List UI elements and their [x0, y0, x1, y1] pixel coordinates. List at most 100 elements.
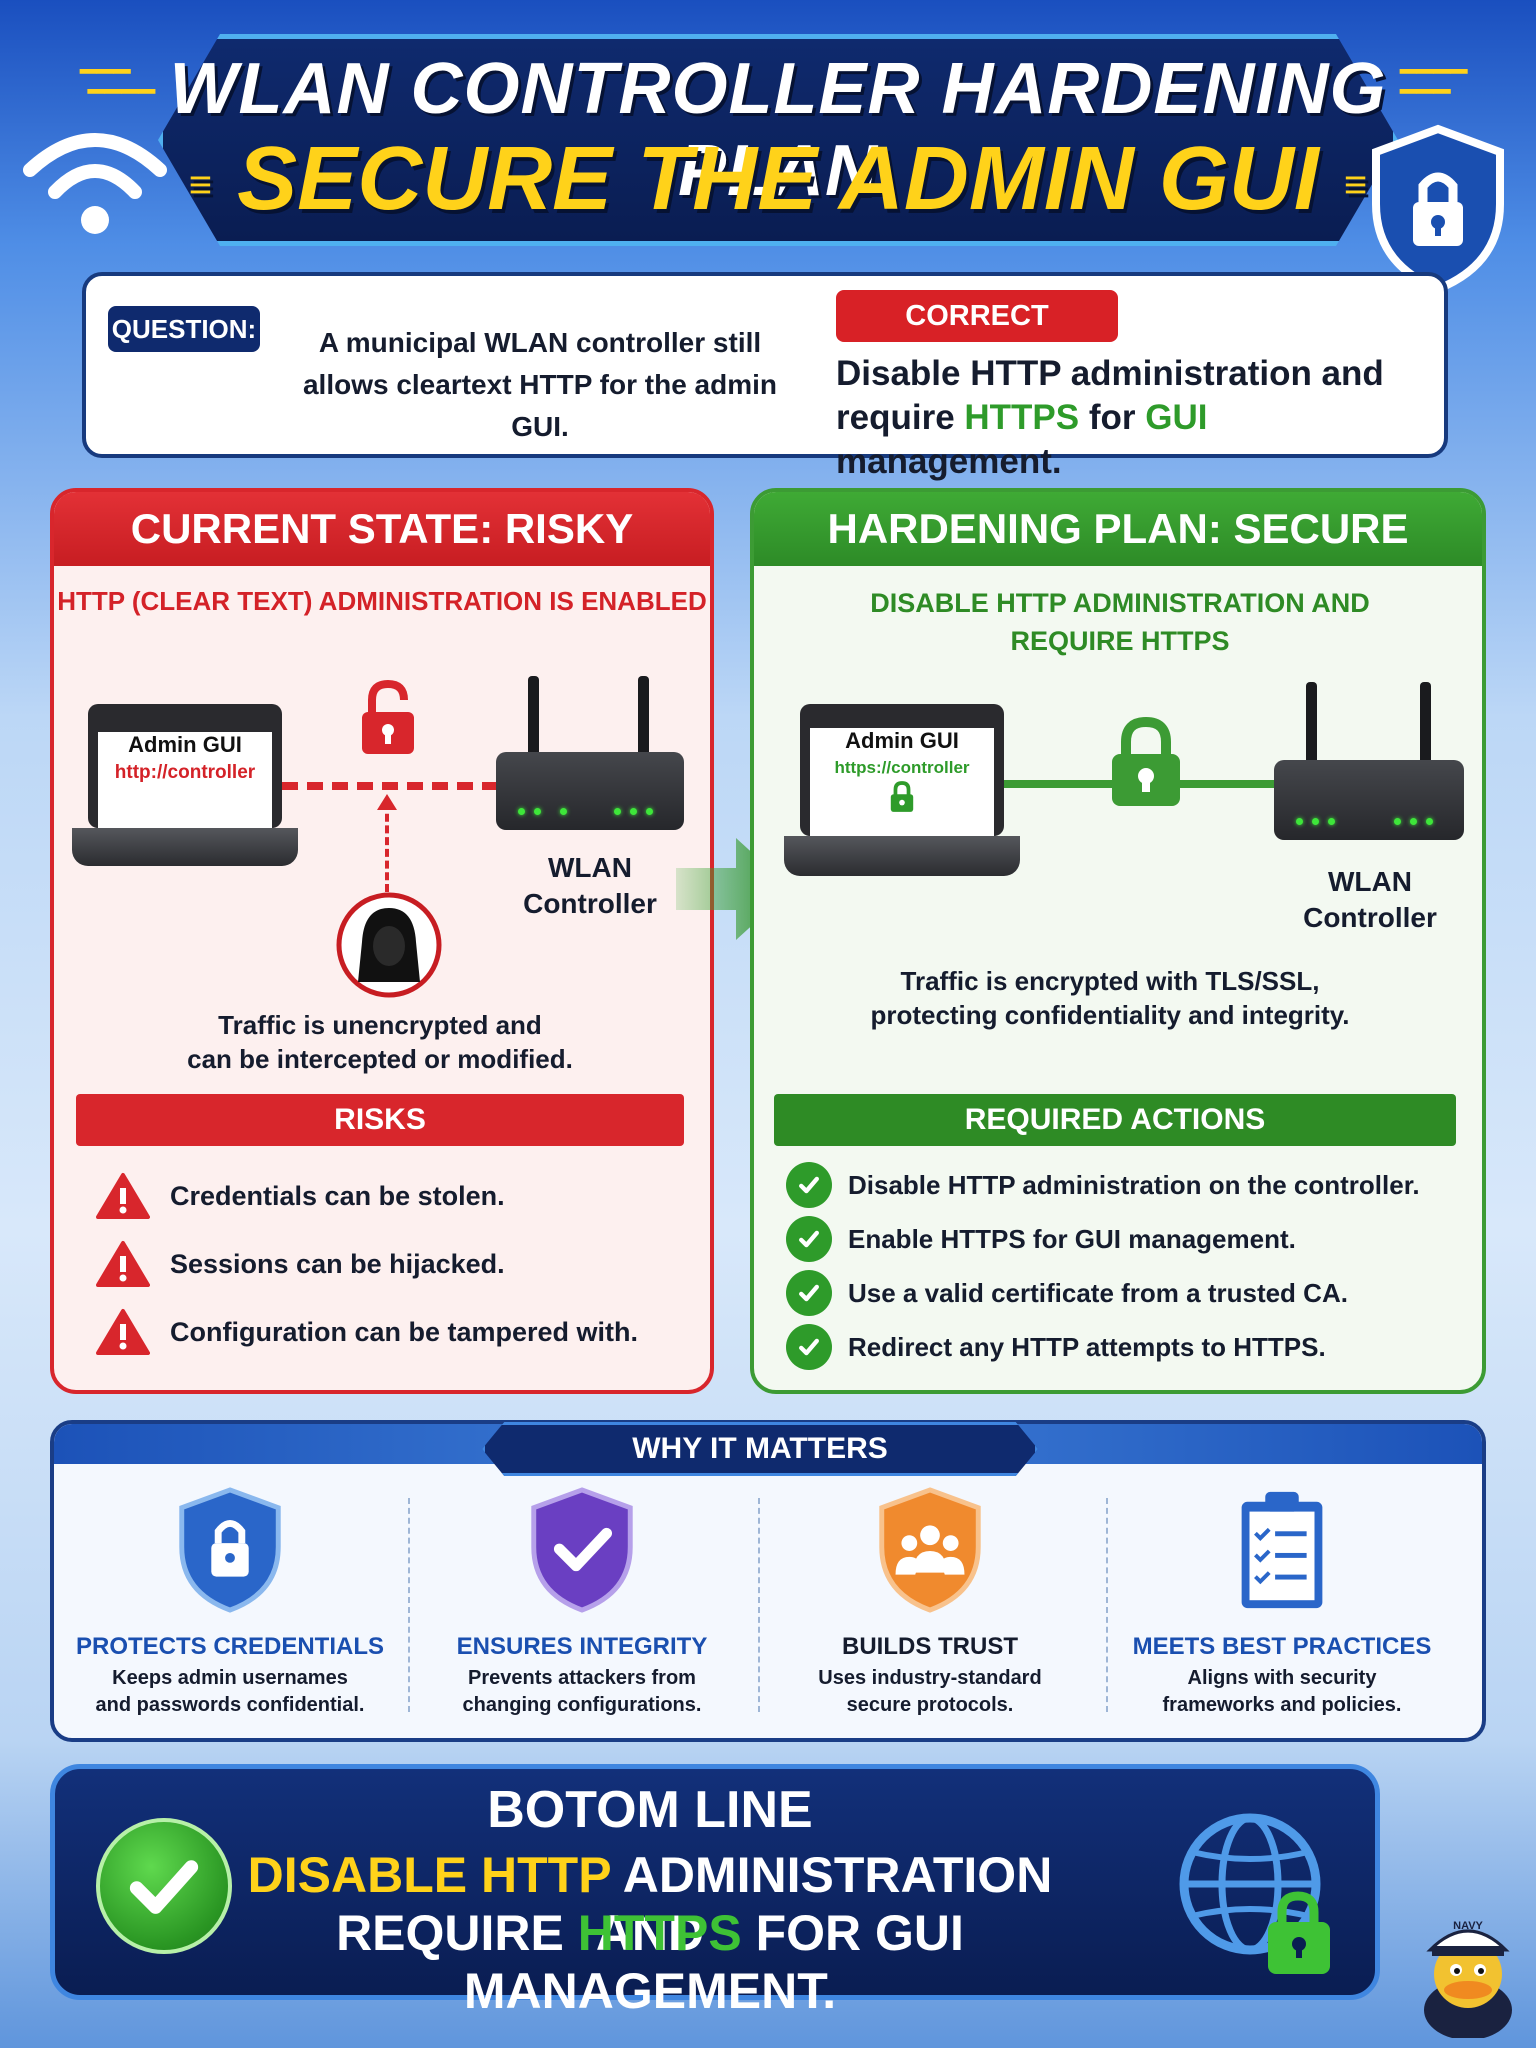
action-item: Enable HTTPS for GUI management. — [786, 1216, 1486, 1262]
action-item: Redirect any HTTP attempts to HTTPS. — [786, 1324, 1486, 1370]
action-text: Disable HTTP administration on the contr… — [848, 1169, 1420, 1200]
benefit-ensures-integrity: ENSURES INTEGRITY Prevents attackers fro… — [412, 1486, 752, 1719]
admin-gui-label: Admin GUI — [128, 732, 242, 757]
mascot-hat-text: NAVY — [1453, 1920, 1483, 1932]
hacker-icon — [336, 892, 442, 998]
interception-line — [385, 802, 389, 892]
benefit-title: ENSURES INTEGRITY — [456, 1633, 708, 1660]
current-state-panel: CURRENT STATE: RISKY — [50, 488, 714, 1394]
header-deco-right: ━━━━━━━ — [1400, 56, 1468, 107]
answer-part: management. — [836, 442, 1062, 481]
current-state-subtitle: HTTP (CLEAR TEXT) ADMINISTRATION IS ENAB… — [57, 586, 707, 616]
divider — [758, 1498, 760, 1712]
clipboard-checklist-icon — [1241, 1491, 1323, 1609]
wlan-controller-risky — [496, 752, 684, 830]
header-deco-left: ━━━ ━━━━ — [80, 56, 156, 107]
caption-line: protecting confidentiality and integrity… — [870, 1000, 1350, 1030]
question-tag: QUESTION: — [108, 306, 260, 352]
action-text: Redirect any HTTP attempts to HTTPS. — [848, 1331, 1326, 1362]
caption-line: Traffic is unencrypted and — [218, 1010, 542, 1040]
label-line: Controller — [1303, 902, 1437, 933]
risk-text: Sessions can be hijacked. — [170, 1248, 505, 1279]
router-antenna — [528, 676, 539, 766]
header-title: WLAN CONTROLLER HARDENING PLAN — [169, 49, 1387, 211]
caption-line: Traffic is encrypted with TLS/SSL, — [900, 966, 1320, 996]
router-antenna — [1420, 682, 1431, 778]
interception-arrow-icon — [377, 794, 397, 810]
bottom-text: REQUIRE — [336, 1905, 578, 1961]
action-text: Enable HTTPS for GUI management. — [848, 1223, 1296, 1254]
shield-lock-icon — [1372, 124, 1504, 294]
action-text: Use a valid certificate from a trusted C… — [848, 1277, 1348, 1308]
benefit-protects-credentials: PROTECTS CREDENTIALS Keeps admin usernam… — [60, 1486, 400, 1719]
benefit-title: MEETS BEST PRACTICES — [1132, 1633, 1432, 1660]
admin-laptop-risky: Admin GUI http://controller — [88, 704, 282, 836]
admin-laptop-secure: Admin GUI https://controller — [800, 704, 1004, 840]
correct-answer-tag: CORRECT ANSWER: — [836, 290, 1118, 384]
answer-https: HTTPS — [964, 398, 1080, 437]
bottom-text: FOR GUI MANAGEMENT. — [463, 1905, 964, 2019]
risk-item: Sessions can be hijacked. — [96, 1240, 696, 1288]
header-subtitle-text: SECURE THE ADMIN GUI — [237, 129, 1319, 229]
bottom-highlight: HTTPS — [577, 1905, 742, 1961]
warning-icon — [96, 1173, 150, 1219]
label-line: WLAN — [1328, 866, 1412, 897]
globe-lock-icon — [1179, 1813, 1330, 1974]
caption-line: can be intercepted or modified. — [187, 1044, 573, 1074]
bottom-line-text-1: DISABLE HTTP ADMINISTRATION AND — [200, 1846, 1100, 1962]
shield-lock-icon — [179, 1487, 281, 1613]
insecure-link — [282, 782, 498, 790]
bottom-line-box — [50, 1764, 1380, 2000]
header-subtitle: ≡ SECURE THE ADMIN GUI ≡ — [158, 128, 1398, 231]
http-url: http://controller — [114, 762, 256, 783]
wlan-controller-secure — [1274, 760, 1464, 840]
subtitle-line: DISABLE HTTP ADMINISTRATION AND — [870, 588, 1370, 618]
laptop-base — [784, 836, 1020, 876]
admin-gui-label: Admin GUI — [845, 728, 959, 753]
benefit-meets-best-practices: MEETS BEST PRACTICES Aligns with securit… — [1112, 1486, 1452, 1719]
secure-caption: Traffic is encrypted with TLS/SSL, prote… — [790, 964, 1430, 1032]
label-line: Controller — [523, 888, 657, 919]
wifi-icon — [23, 133, 167, 234]
risk-item: Credentials can be stolen. — [96, 1172, 696, 1220]
check-icon — [786, 1216, 832, 1262]
shield-people-icon — [879, 1487, 981, 1613]
action-item: Use a valid certificate from a trusted C… — [786, 1270, 1486, 1316]
check-icon — [786, 1324, 832, 1370]
laptop-base — [72, 828, 298, 866]
hardening-plan-title: HARDENING PLAN: SECURE — [754, 492, 1482, 566]
benefit-title: BUILDS TRUST — [842, 1633, 1018, 1660]
correct-answer-text: Disable HTTP administration and require … — [836, 352, 1426, 484]
router-antenna — [1306, 682, 1317, 778]
header-banner — [158, 34, 1398, 246]
speed-lines-icon: ≡ — [1343, 162, 1368, 207]
answer-part: Disable HTTP administration and require — [836, 354, 1384, 437]
hardening-plan-panel: HARDENING PLAN: SECURE — [750, 488, 1486, 1394]
action-item: Disable HTTP administration on the contr… — [786, 1162, 1486, 1208]
router-antenna — [638, 676, 649, 766]
risk-text: Configuration can be tampered with. — [170, 1316, 639, 1347]
bottom-text: ADMINISTRATION AND — [595, 1847, 1053, 1961]
label-line: WLAN — [548, 852, 632, 883]
bottom-highlight: DISABLE HTTP — [247, 1847, 611, 1903]
divider — [408, 1498, 410, 1712]
check-icon — [786, 1270, 832, 1316]
navy-duck-mascot-icon — [1424, 1929, 1512, 2038]
hardening-plan-subtitle: DISABLE HTTP ADMINISTRATION AND REQUIRE … — [820, 584, 1420, 660]
speed-lines-icon: ≡ — [188, 162, 213, 207]
warning-icon — [96, 1309, 150, 1355]
bottom-line-title: BOTOM LINE — [487, 1781, 813, 1839]
https-url: https://controller — [834, 758, 970, 777]
locked-padlock-icon — [1112, 716, 1180, 806]
wlan-controller-label: WLAN Controller — [1280, 864, 1460, 936]
divider — [1106, 1498, 1108, 1712]
bottom-line-text-2: REQUIRE HTTPS FOR GUI MANAGEMENT. — [200, 1904, 1100, 2020]
answer-part: for — [1079, 398, 1146, 437]
warning-icon — [96, 1241, 150, 1287]
shield-check-icon — [531, 1487, 633, 1613]
risk-text: Credentials can be stolen. — [170, 1180, 505, 1211]
